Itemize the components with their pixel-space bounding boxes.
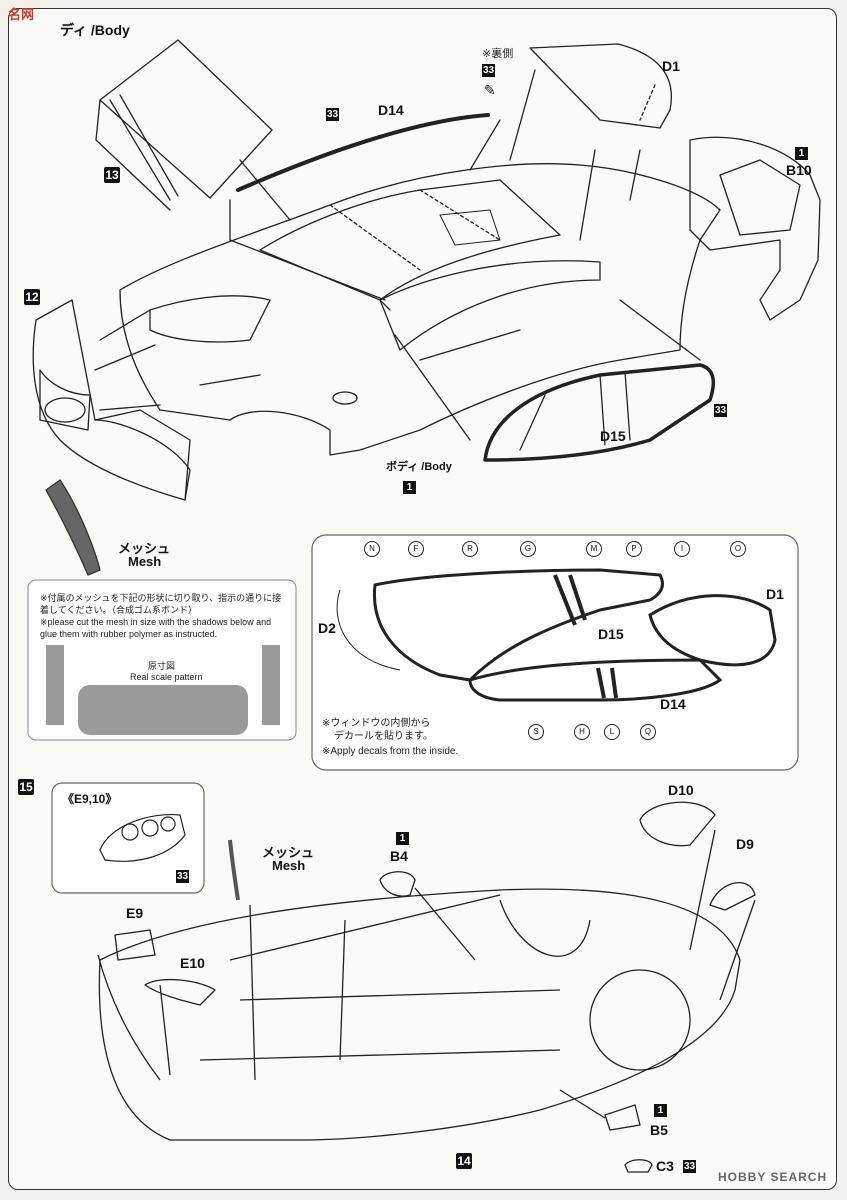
mesh-label-jp: メッシュ (118, 541, 171, 556)
lower-body (98, 888, 741, 1141)
window-decal-panel (311, 534, 799, 771)
part-b10-box: 1 (795, 147, 808, 160)
car-body (119, 163, 721, 456)
label-d14: D14 (378, 102, 404, 118)
window-letter-h: H (574, 724, 590, 740)
part-b5-box: 1 (654, 1104, 667, 1117)
window-letter-l: L (604, 724, 620, 740)
label-d1: D1 (662, 58, 680, 74)
label-d15: D15 (600, 428, 626, 444)
body-part-box: 1 (403, 481, 416, 494)
mesh-pattern-panel (27, 579, 297, 741)
label-d15-panel: D15 (598, 626, 624, 642)
d14-strip (236, 113, 490, 192)
window-note-jp1: ※ウィンドウの内側から (322, 718, 431, 729)
mesh-note-en: ※please cut the mesh in size with the sh… (40, 617, 272, 639)
window-letter-i: I (674, 541, 690, 557)
brand-logo: 名网 (8, 7, 35, 22)
step-15-number: 15 (18, 779, 34, 795)
hood-part (99, 39, 273, 199)
mesh-note-jp: ※付属のメッシュを下記の形状に切り取り、指示の通りに接着してください。（合成ゴム… (40, 593, 282, 615)
reverse-side-note: ※裏側 (482, 48, 514, 60)
d15-window (483, 363, 716, 462)
d1-window (529, 43, 672, 129)
decal-33-d14: 33 (326, 108, 339, 121)
window-letter-s: S (528, 724, 544, 740)
decal-33-reverse: 33 (482, 64, 495, 77)
label-c3: C3 (656, 1158, 674, 1174)
window-letter-f: F (408, 541, 424, 557)
window-letter-n: N (364, 541, 380, 557)
label-e10: E10 (180, 955, 205, 971)
brush-icon: ✎ (484, 82, 496, 98)
decal-33-d15: 33 (714, 404, 727, 417)
label-d14-panel: D14 (660, 696, 686, 712)
decal-33-e910: 33 (176, 870, 189, 883)
scale-label-en: Real scale pattern (130, 672, 203, 682)
window-letter-m: M (586, 541, 602, 557)
label-b4: B4 (390, 848, 408, 864)
front-bumper (32, 299, 191, 501)
step-13-number: 13 (104, 167, 120, 183)
part-b4-box: 1 (396, 832, 409, 845)
decal-33-c3: 33 (683, 1160, 696, 1173)
mesh2-label-en: Mesh (272, 858, 306, 873)
e910-inset (51, 782, 205, 894)
label-d9: D9 (736, 836, 754, 852)
window-note-en: ※Apply decals from the inside. (322, 746, 459, 757)
label-d10: D10 (668, 782, 694, 798)
window-letter-o: O (730, 541, 746, 557)
scale-label-jp: 原寸図 (148, 661, 176, 671)
page-title: ディ /Body (60, 22, 130, 38)
window-note-jp2: デカールを貼ります。 (334, 731, 433, 742)
mesh-label-en: Mesh (128, 554, 162, 569)
mesh-strip (45, 479, 101, 576)
label-e9: E9 (126, 905, 144, 921)
window-letter-p: P (626, 541, 642, 557)
window-letter-r: R (462, 541, 478, 557)
watermark: HOBBY SEARCH (718, 1170, 828, 1184)
window-letter-g: G (520, 541, 536, 557)
window-letter-q: Q (640, 724, 656, 740)
step-12-number: 12 (24, 289, 40, 305)
label-d1-panel: D1 (766, 586, 784, 602)
label-b10: B10 (786, 162, 812, 178)
label-b5: B5 (650, 1122, 668, 1138)
e910-label: 《E9,10》 (62, 792, 118, 806)
step-14-number: 14 (456, 1153, 472, 1169)
label-d2: D2 (318, 620, 336, 636)
b10-rear (689, 136, 821, 321)
mesh2-label-jp: メッシュ (262, 845, 315, 860)
body-label: ボディ /Body (386, 461, 452, 473)
